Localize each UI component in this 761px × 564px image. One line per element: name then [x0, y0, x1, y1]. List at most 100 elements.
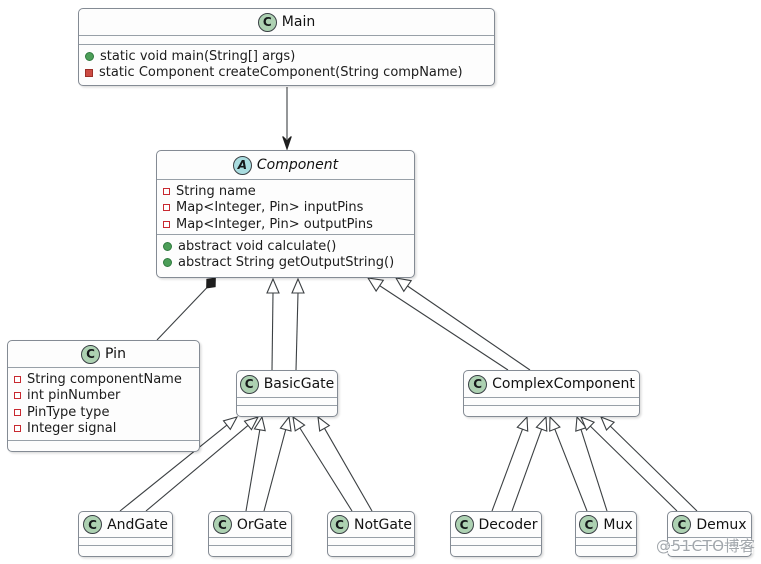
class-basicgate-title: C BasicGate [237, 371, 337, 397]
class-notgate-title: C NotGate [328, 512, 414, 537]
field-row: Map<Integer, Pin> inputPins [163, 200, 408, 217]
fields-compartment: String componentName int pinNumber PinTy… [8, 367, 199, 440]
field-text: Map<Integer, Pin> outputPins [176, 216, 373, 232]
class-name: Decoder [478, 516, 538, 533]
edge-decoder-extends-complexcomponent [491, 415, 548, 512]
fields-compartment-empty [464, 397, 639, 405]
fields-compartment-empty [237, 397, 337, 405]
class-orgate[interactable]: C OrGate [208, 511, 292, 557]
field-row: Map<Integer, Pin> outputPins [163, 216, 408, 233]
edge-notgate-extends-basicgate [292, 415, 373, 512]
class-main-title: C Main [79, 9, 494, 35]
class-icon: C [672, 515, 692, 534]
methods-compartment-empty [237, 405, 337, 416]
class-name: BasicGate [263, 376, 335, 392]
class-icon: C [83, 515, 103, 534]
class-pin[interactable]: C Pin String componentName int pinNumber… [7, 340, 200, 452]
edge-mux-extends-complexcomponent [549, 415, 608, 512]
methods-compartment: abstract void calculate() abstract Strin… [157, 234, 414, 277]
class-icon: C [454, 515, 474, 534]
methods-compartment-empty [668, 545, 751, 556]
methods-compartment-empty [464, 405, 639, 416]
fields-compartment-empty [209, 537, 291, 545]
class-icon: C [212, 515, 232, 534]
class-orgate-title: C OrGate [209, 512, 291, 537]
fields-compartment: String name Map<Integer, Pin> inputPins … [157, 179, 414, 234]
class-name: Main [281, 14, 316, 30]
field-icon [14, 392, 21, 400]
class-name: Mux [603, 516, 633, 533]
class-mux-title: C Mux [576, 512, 636, 537]
class-name: Demux [696, 516, 747, 533]
class-name: OrGate [236, 516, 288, 533]
field-text: String componentName [27, 371, 182, 387]
fields-compartment-empty [328, 537, 414, 545]
class-complexcomponent[interactable]: C ComplexComponent [463, 370, 640, 417]
field-icon [163, 220, 170, 228]
edge-andgate-extends-basicgate [119, 416, 260, 512]
field-text: Integer signal [27, 421, 117, 437]
method-text: static Component createComponent(String … [99, 65, 463, 81]
fields-compartment-empty [576, 537, 636, 545]
method-row: static void main(String[] args) [85, 48, 488, 65]
class-mux[interactable]: C Mux [575, 511, 637, 557]
class-andgate-title: C AndGate [79, 512, 172, 537]
class-basicgate[interactable]: C BasicGate [236, 370, 338, 417]
field-text: Map<Integer, Pin> inputPins [176, 200, 364, 216]
class-main[interactable]: C Main static void main(String[] args) s… [78, 8, 495, 86]
class-component-title: A Component [157, 151, 414, 179]
class-complexcomponent-title: C ComplexComponent [464, 371, 639, 397]
method-row: abstract void calculate() [163, 238, 408, 255]
class-pin-title: C Pin [8, 341, 199, 367]
edge-orgate-extends-basicgate [245, 415, 292, 512]
public-method-icon [163, 241, 172, 251]
field-icon [163, 187, 170, 195]
field-icon [14, 375, 21, 383]
field-icon [14, 408, 21, 416]
edge-complexcomponent-extends-component [366, 277, 531, 371]
private-method-icon [85, 68, 93, 77]
methods-compartment-empty [79, 545, 172, 556]
fields-compartment-empty [451, 537, 541, 545]
class-name: NotGate [353, 516, 413, 533]
field-row: String componentName [14, 371, 193, 388]
watermark: @51CTO博客 [656, 537, 756, 555]
public-method-icon [85, 51, 94, 61]
abstract-class-icon: A [232, 155, 252, 175]
methods-compartment: static void main(String[] args) static C… [79, 44, 494, 85]
class-decoder[interactable]: C Decoder [450, 511, 542, 557]
class-decoder-title: C Decoder [451, 512, 541, 537]
field-text: PinType type [27, 404, 110, 420]
field-icon [163, 204, 170, 212]
class-name: ComplexComponent [492, 376, 635, 392]
class-demux-title: C Demux [668, 512, 751, 537]
field-row: String name [163, 183, 408, 200]
edge-demux-extends-complexcomponent [579, 416, 698, 512]
methods-compartment-empty [8, 440, 199, 451]
field-text: String name [176, 183, 256, 199]
methods-compartment-empty [328, 545, 414, 556]
edge-main-to-component [282, 87, 292, 151]
methods-compartment-empty [451, 545, 541, 556]
fields-compartment-empty [79, 537, 172, 545]
fields-compartment-empty [79, 35, 494, 44]
class-component[interactable]: A Component String name Map<Integer, Pin… [156, 150, 415, 278]
method-text: static void main(String[] args) [100, 48, 296, 64]
class-icon: C [329, 515, 349, 534]
field-row: Integer signal [14, 421, 193, 438]
edge-basicgate-extends-component [266, 277, 305, 371]
class-demux[interactable]: C Demux [667, 511, 752, 557]
class-notgate[interactable]: C NotGate [327, 511, 415, 557]
class-icon: C [468, 374, 488, 394]
class-name: Component [256, 157, 339, 173]
class-icon: C [81, 344, 101, 364]
field-text: int pinNumber [27, 388, 121, 404]
field-row: PinType type [14, 404, 193, 421]
public-method-icon [163, 258, 172, 268]
field-icon [14, 425, 21, 433]
class-icon: C [239, 374, 259, 394]
fields-compartment-empty [668, 537, 751, 545]
class-andgate[interactable]: C AndGate [78, 511, 173, 557]
